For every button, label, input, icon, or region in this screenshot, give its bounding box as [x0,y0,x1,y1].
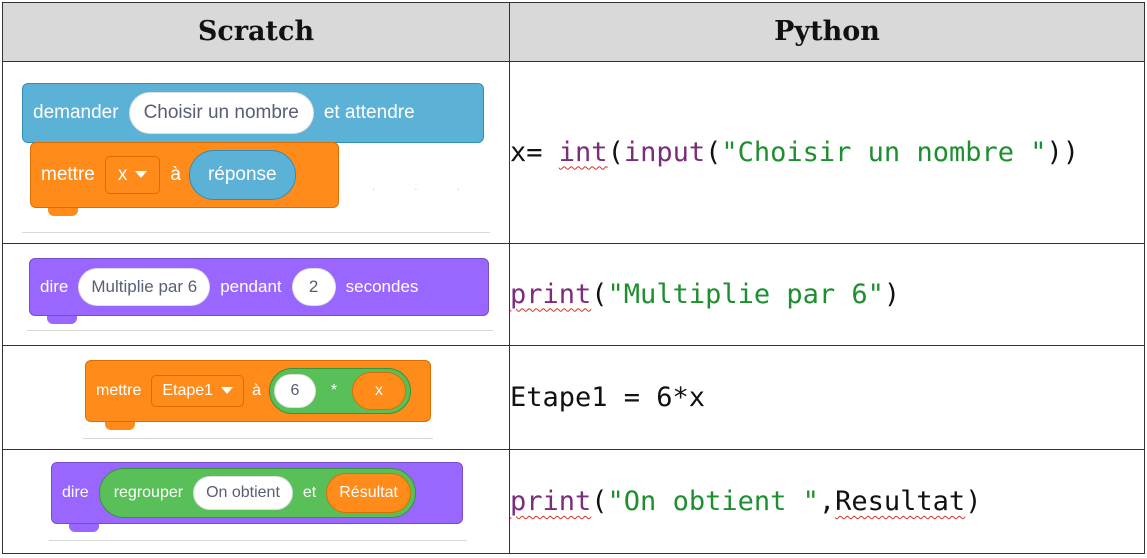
block-notch [47,315,77,324]
ask-input[interactable]: Choisir un nombre [128,91,314,134]
table-row: dire Multiplie par 6 pendant 2 secondes … [2,242,1145,346]
join-and-label: et [302,483,317,501]
say-input[interactable]: Multiplie par 6 [78,267,211,306]
code-close: ) [883,278,901,310]
table-row: mettre Etape1 à 6 * x Etape1 = 6*x [2,344,1145,450]
code-paren: ( [705,136,722,168]
ask-label: demander [33,101,119,123]
multiply-operator-block[interactable]: 6 * x [268,367,411,414]
say-for-secs-block[interactable]: dire Multiplie par 6 pendant 2 secondes [29,257,489,316]
scratch-panel: mettre Etape1 à 6 * x [83,356,433,439]
set-to-label: à [170,163,181,185]
code-fn-input: input [623,136,706,168]
code-close: )) [1046,136,1079,168]
variable-dropdown[interactable]: x [104,155,161,194]
code-string: "Multiplie par 6" [607,278,884,310]
multiply-left-input[interactable]: 6 [273,373,316,408]
set-variable-block[interactable]: mettre Etape1 à 6 * x [85,359,431,422]
for-label: pendant [220,276,282,296]
block-notch [69,523,99,532]
set-to-label: à [252,381,261,399]
scratch-panel: dire Multiplie par 6 pendant 2 secondes [27,256,493,331]
python-cell: x= int(input("Choisir un nombre ")) [509,60,1145,244]
python-cell: Etape1 = 6*x [509,344,1145,450]
code-paren: ( [591,278,608,310]
code-fn-print: print [510,485,592,517]
scratch-panel: demander Choisir un nombre et attendre m… [22,72,490,233]
header-row: Scratch Python [2,2,1145,62]
join-input[interactable]: On obtient [193,475,293,510]
grid-dots: . . . [372,181,478,193]
table-row: dire regrouper On obtient et Résultat pr… [2,448,1145,555]
scratch-cell: dire regrouper On obtient et Résultat [2,448,510,555]
ask-wait-label: et attendre [323,101,415,123]
scratch-cell: mettre Etape1 à 6 * x [2,344,510,450]
set-label: mettre [41,163,95,185]
block-notch [48,207,78,216]
code-close: ) [965,485,982,517]
dropdown-caret-icon [135,171,148,179]
code-var: x= [510,136,559,168]
join-operator-block[interactable]: regrouper On obtient et Résultat [98,467,416,518]
ask-and-wait-block[interactable]: demander Choisir un nombre et attendre [22,82,484,143]
set-variable-block[interactable]: mettre x à réponse [30,141,339,208]
scratch-cell: demander Choisir un nombre et attendre m… [2,60,510,244]
say-label: dire [40,276,69,296]
code-string: "On obtient " [607,485,819,517]
table-row: demander Choisir un nombre et attendre m… [2,60,1145,244]
x-reporter[interactable]: x [351,371,406,410]
python-cell: print("Multiplie par 6") [509,242,1145,346]
scratch-cell: dire Multiplie par 6 pendant 2 secondes [2,242,510,346]
code-fn-int: int [558,136,608,168]
header-scratch: Scratch [2,2,510,62]
python-code: x= int(input("Choisir un nombre ")) [510,137,1079,168]
set-label: mettre [96,381,142,399]
python-code: print("Multiplie par 6") [510,279,900,310]
code-fn-print: print [510,278,592,310]
code-paren: ( [607,136,624,168]
header-python: Python [509,2,1145,62]
python-code: Etape1 = 6*x [510,381,706,413]
seconds-label: secondes [345,276,419,296]
seconds-input[interactable]: 2 [291,267,336,306]
python-cell: print("On obtient ",Resultat) [509,448,1145,555]
block-notch [105,421,135,430]
code-paren: ( [591,485,608,517]
variable-name: Etape1 [162,381,214,399]
dropdown-caret-icon [221,387,234,395]
result-reporter[interactable]: Résultat [326,472,411,513]
code-comma: , [818,485,836,517]
variable-name: x [117,163,128,185]
code-var: Resultat [835,485,966,517]
say-block[interactable]: dire regrouper On obtient et Résultat [51,461,463,524]
join-label: regrouper [113,483,184,501]
variable-dropdown[interactable]: Etape1 [151,374,245,407]
python-code: print("On obtient ",Resultat) [510,486,981,517]
answer-reporter[interactable]: réponse [188,149,296,200]
scratch-panel: dire regrouper On obtient et Résultat [49,458,467,541]
multiply-sign: * [330,381,338,399]
code-string: "Choisir un nombre " [721,136,1047,168]
say-label: dire [62,483,89,501]
